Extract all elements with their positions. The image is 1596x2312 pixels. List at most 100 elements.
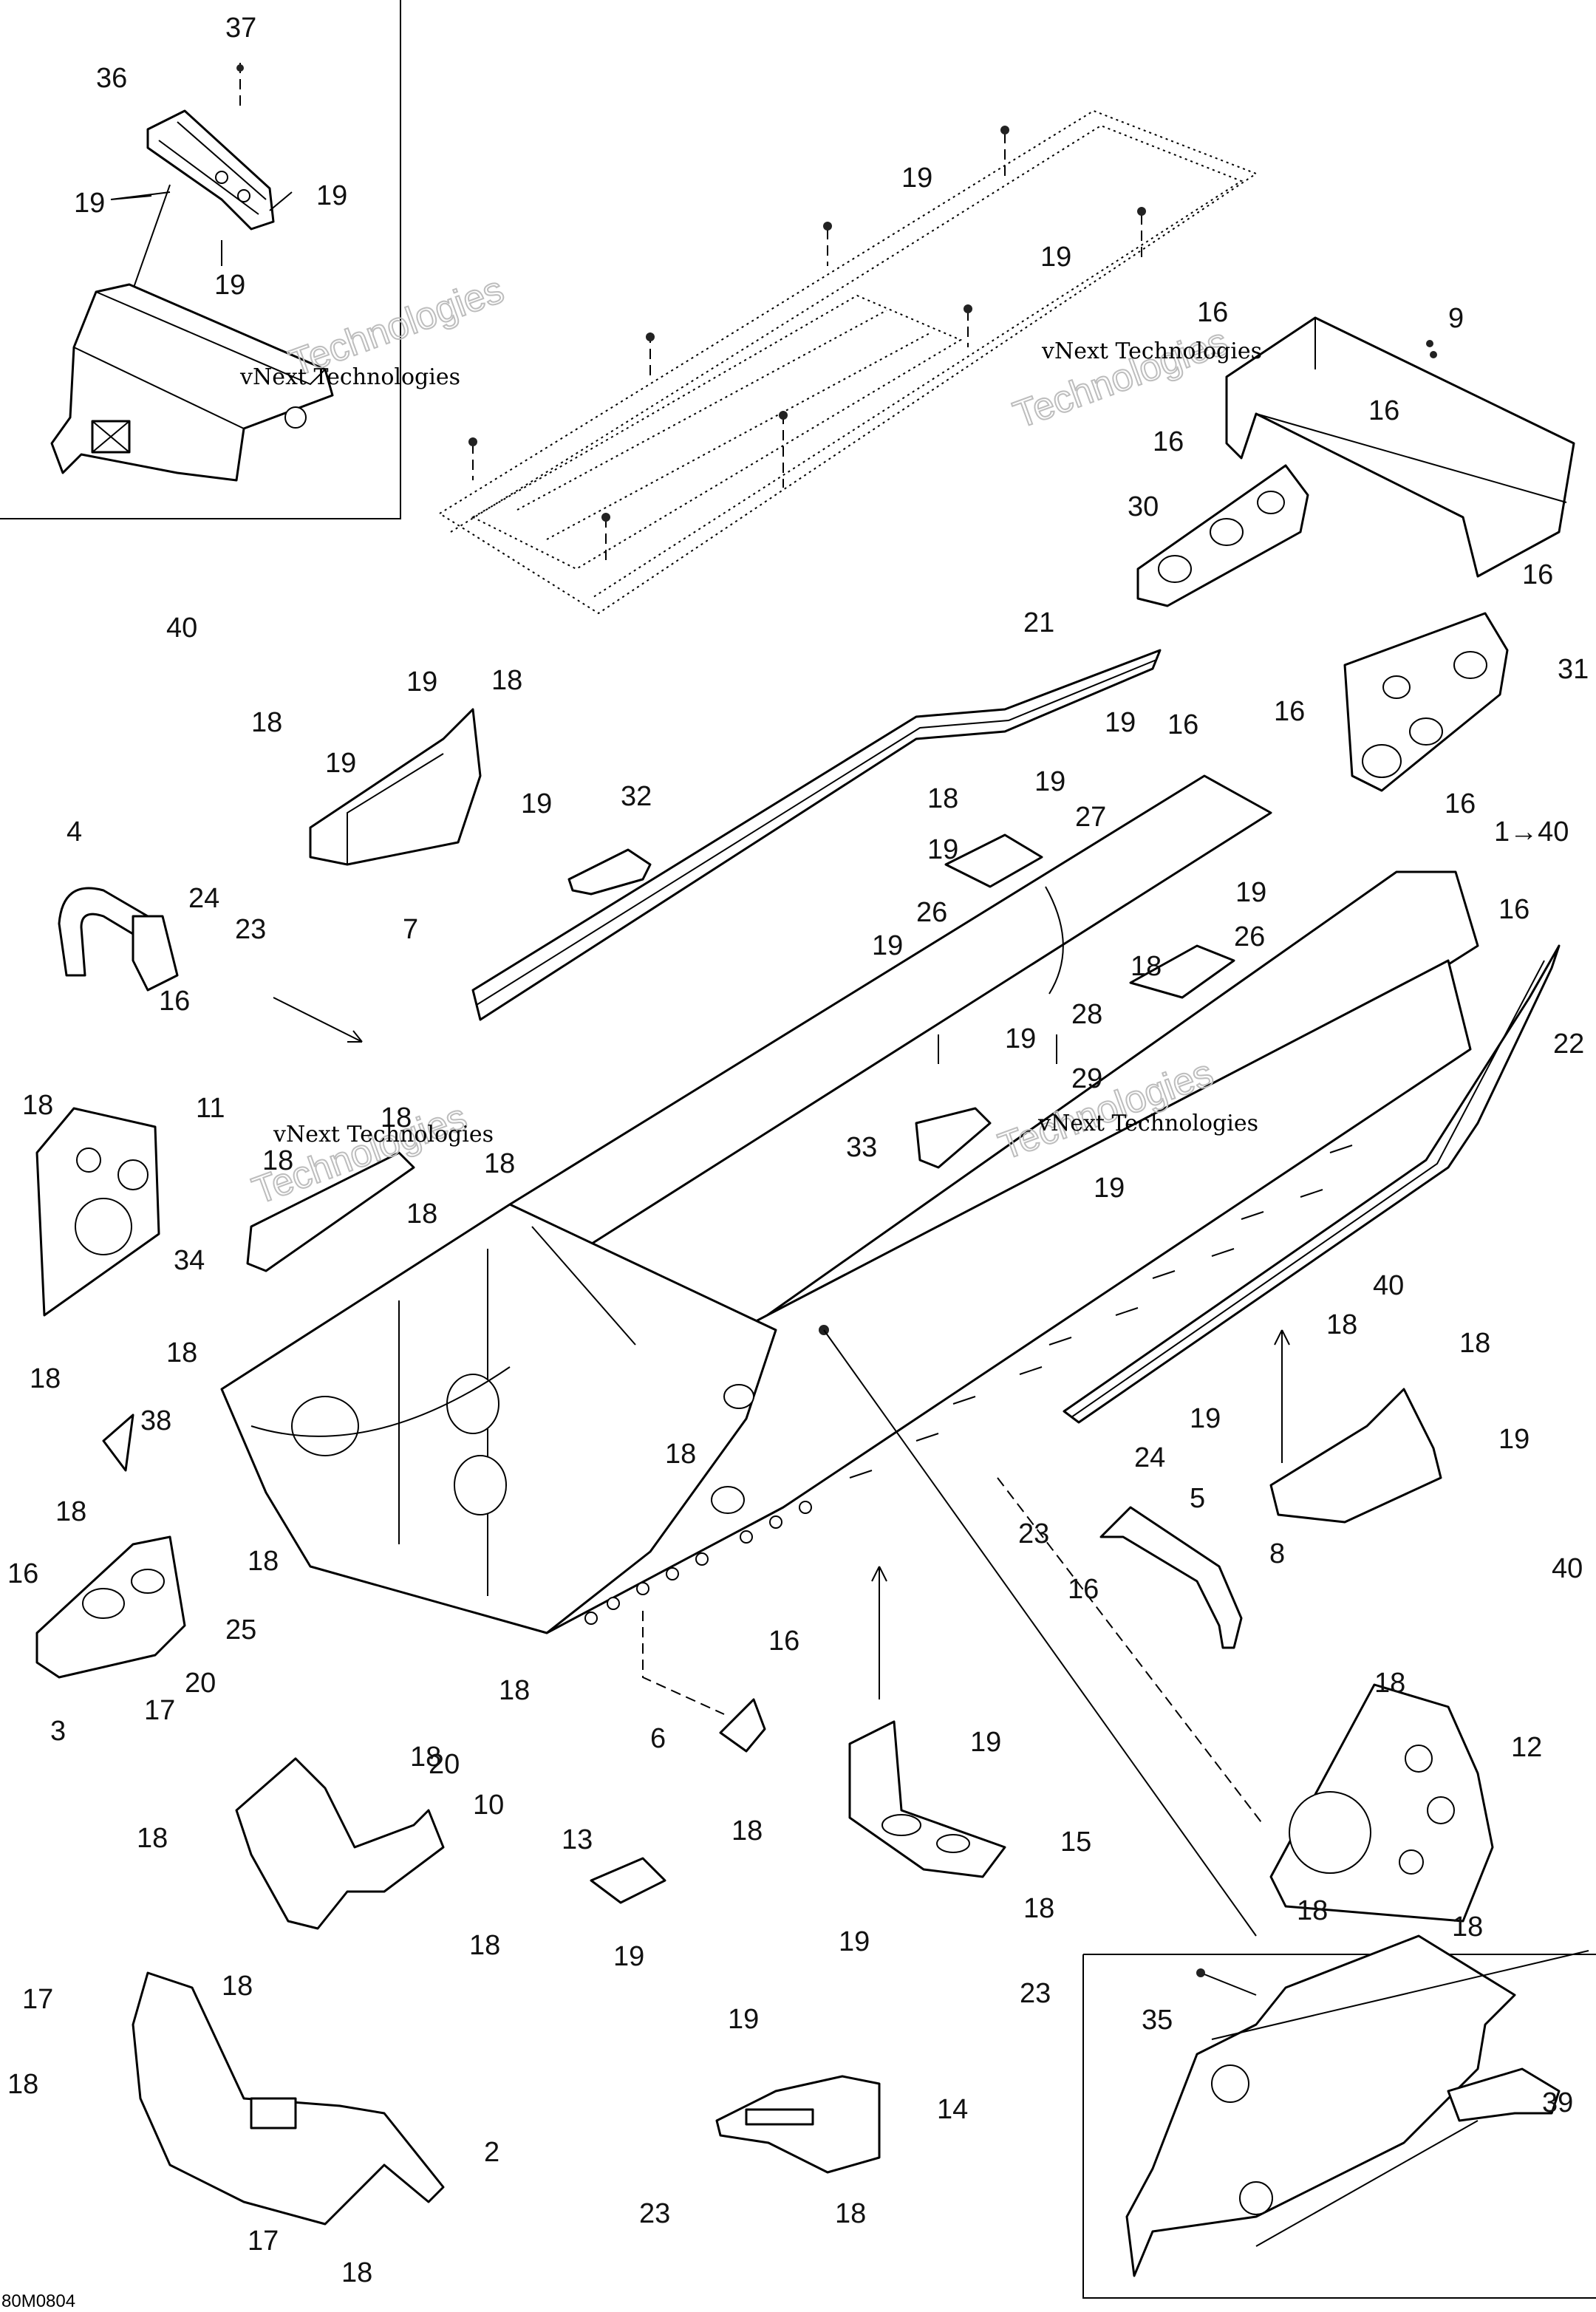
callout-18: 18 <box>484 1148 515 1179</box>
callout-18: 18 <box>469 1930 500 1961</box>
callout-16: 16 <box>1498 894 1530 925</box>
callout-140: 1→40 <box>1494 816 1569 848</box>
callout-20: 20 <box>429 1749 460 1780</box>
callout-16: 16 <box>1197 297 1228 328</box>
callout-3: 3 <box>50 1716 66 1747</box>
callout-16: 16 <box>1153 426 1184 457</box>
callout-31: 31 <box>1558 654 1589 685</box>
callout-19: 19 <box>406 666 437 698</box>
callout-19: 19 <box>521 788 552 819</box>
callout-19: 19 <box>970 1727 1001 1758</box>
callout-18: 18 <box>1452 1912 1483 1943</box>
callout-18: 18 <box>835 2198 866 2229</box>
part-14-bracket <box>715 2075 881 2174</box>
part-21-rail <box>471 649 1162 1021</box>
callout-19: 19 <box>1005 1023 1036 1054</box>
part-7-bracket <box>309 708 482 866</box>
callout-16: 16 <box>159 986 190 1017</box>
callout-18: 18 <box>927 783 958 814</box>
callout-18: 18 <box>1130 951 1162 982</box>
callout-19: 19 <box>872 930 903 961</box>
callout-19: 19 <box>316 180 347 211</box>
part-31-bracket <box>1343 612 1509 792</box>
callout-21: 21 <box>1023 607 1054 638</box>
callout-labels: 37 3 6 19 19 19 19 19 16 9 16 16 30 16 31 40 19 18 18 19 21 1… <box>7 13 1589 2288</box>
callout-18: 18 <box>381 1102 412 1133</box>
callout-19: 19 <box>1040 242 1071 273</box>
part-34-bracket <box>246 1151 415 1272</box>
callout-19: 19 <box>728 2004 759 2035</box>
callout-18: 18 <box>55 1496 86 1527</box>
part-2-bracket <box>132 1971 445 2226</box>
callout-34: 34 <box>174 1245 205 1276</box>
direction-arrows <box>273 886 1290 1826</box>
callout-16: 16 <box>768 1626 799 1657</box>
callout-26: 26 <box>1234 921 1265 952</box>
callout-4: 4 <box>66 816 82 848</box>
callout-23: 23 <box>235 914 266 945</box>
callout-37: 37 <box>225 13 256 44</box>
callout-18: 18 <box>1297 1895 1328 1926</box>
callout-27: 27 <box>1075 802 1106 833</box>
callout-29: 29 <box>1071 1063 1102 1094</box>
part-38-gusset <box>102 1414 134 1472</box>
callout-23: 23 <box>1020 1978 1051 2009</box>
callout-18: 18 <box>1326 1309 1357 1340</box>
callout-9: 9 <box>1448 303 1464 334</box>
callout-19: 19 <box>214 270 245 301</box>
top-left-inset <box>0 0 401 519</box>
callout-19: 19 <box>1105 707 1136 738</box>
part-9-bracket <box>1225 316 1575 578</box>
callout-16: 16 <box>1368 395 1399 426</box>
callout-19: 19 <box>325 748 356 779</box>
part-10-bracket <box>235 1757 445 1930</box>
callout-13: 13 <box>562 1824 593 1855</box>
tunnel-cover-dashed <box>438 109 1258 615</box>
callout-19: 19 <box>1498 1424 1530 1455</box>
callout-25: 25 <box>225 1614 256 1646</box>
diagram-code: 80M0804 <box>1 2291 75 2311</box>
part-4-handle <box>58 887 179 992</box>
callout-16: 16 <box>1274 696 1305 727</box>
callout-16: 16 <box>1522 559 1553 590</box>
part-13-plate <box>590 1857 666 1904</box>
callout-14: 14 <box>937 2094 968 2125</box>
callout-18: 18 <box>499 1675 530 1706</box>
watermark-text: vNext Technologies <box>273 1122 494 1148</box>
callout-18: 18 <box>222 1971 253 2002</box>
callout-18: 18 <box>248 1546 279 1577</box>
callout-17: 17 <box>144 1695 175 1726</box>
callout-16: 16 <box>1445 788 1476 819</box>
watermark-text: vNext Technologies <box>1037 1111 1258 1136</box>
part-30-bracket <box>1136 464 1309 607</box>
callout-23: 23 <box>1018 1518 1049 1549</box>
callout-17: 17 <box>22 1984 53 2015</box>
callout-19: 19 <box>613 1941 644 1972</box>
callout-23: 23 <box>639 2198 670 2229</box>
callout-11: 11 <box>196 1093 225 1124</box>
callout-18: 18 <box>1374 1668 1405 1699</box>
part-15-bracket <box>848 1720 1006 1878</box>
callout-18: 18 <box>732 1815 763 1846</box>
callout-39: 39 <box>1542 2087 1573 2118</box>
callout-18: 18 <box>251 707 282 738</box>
callout-19: 19 <box>74 188 105 219</box>
callout-19: 19 <box>1034 766 1065 797</box>
callout-40: 40 <box>1552 1553 1583 1584</box>
callout-20: 20 <box>185 1668 216 1699</box>
part-3-bracket <box>35 1535 186 1679</box>
callout-12: 12 <box>1511 1732 1542 1763</box>
callout-15: 15 <box>1060 1827 1091 1858</box>
callout-18: 18 <box>7 2069 38 2100</box>
callout-6: 6 <box>650 1723 666 1754</box>
callout-16: 16 <box>1167 709 1198 740</box>
svg-text:Technologies: Technologies <box>1008 320 1233 437</box>
callout-40: 40 <box>1373 1270 1404 1301</box>
main-chassis <box>220 774 1479 1937</box>
callout-30: 30 <box>1128 491 1159 522</box>
callout-26: 26 <box>916 897 947 928</box>
callout-18: 18 <box>30 1363 61 1394</box>
part-22-rail <box>1063 944 1561 1424</box>
callout-28: 28 <box>1071 999 1102 1030</box>
callout-19: 19 <box>1235 877 1266 908</box>
